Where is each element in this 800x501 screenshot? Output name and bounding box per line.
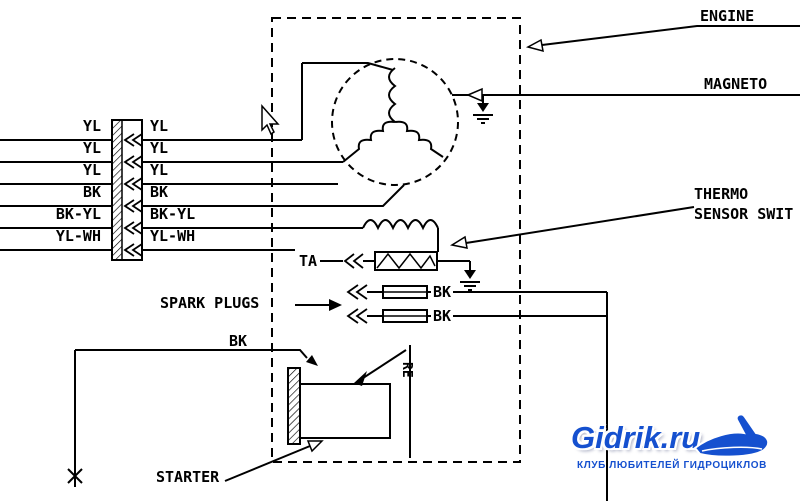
wire-label-left-5: BK-YL (55, 205, 101, 223)
wire-label-left-2: YL (82, 139, 101, 157)
re-label: RE (399, 362, 414, 378)
wire-label-right-3: YL (150, 161, 169, 179)
wire-label-left-1: YL (82, 117, 101, 135)
starter-label: STARTER (156, 468, 220, 486)
ground-symbol-magneto (452, 94, 493, 124)
wire-label-left-4: BK (82, 183, 101, 201)
engine-callout-arrow (525, 25, 800, 53)
starter-relay-box (299, 383, 391, 439)
magneto-circle (331, 58, 459, 186)
relay-switch-blade (354, 349, 407, 386)
magneto-windings (342, 67, 444, 163)
wire-label-right-6: YL-WH (150, 227, 196, 245)
spark-wire-label-1: BK (431, 283, 454, 301)
thermo-label-line2: SENSOR SWIT (694, 205, 794, 223)
harness-connector (111, 119, 143, 261)
ground-symbol-thermo (460, 270, 480, 291)
spark-plug-symbol-2 (346, 308, 607, 324)
wire-label-left-6: YL-WH (55, 227, 101, 245)
wire-label-right-4: BK (150, 183, 169, 201)
bk-feed-label: BK (229, 332, 248, 350)
wire-label-left-3: YL (82, 161, 101, 179)
wire-label-right-1: YL (150, 117, 169, 135)
spark-plug-symbol-1 (346, 284, 607, 300)
wire-label-right-2: YL (150, 139, 169, 157)
thermo-callout-arrow (449, 206, 695, 249)
spark-plugs-callout-arrow (295, 299, 342, 311)
harness-wires (0, 62, 405, 251)
starter-callout-arrow (224, 440, 324, 482)
starter-relay-hatch (287, 367, 301, 445)
bk-feed-wire (74, 349, 318, 466)
magneto-label: MAGNETO (704, 75, 768, 93)
wire-label-right-5: BK-YL (150, 205, 196, 223)
engine-boundary (271, 17, 521, 463)
ta-label: TA (299, 252, 318, 270)
engine-label: ENGINE (700, 7, 755, 25)
spark-wire-label-2: BK (431, 307, 454, 325)
ground-symbol-left (67, 465, 83, 487)
inductor-coil (362, 219, 439, 252)
spark-plugs-label: SPARK PLUGS (160, 294, 260, 312)
thermo-label-line1: THERMO (694, 185, 749, 203)
thermo-sensor-symbol (320, 251, 471, 271)
mouse-cursor (261, 104, 280, 136)
magneto-callout-arrow (466, 87, 800, 103)
